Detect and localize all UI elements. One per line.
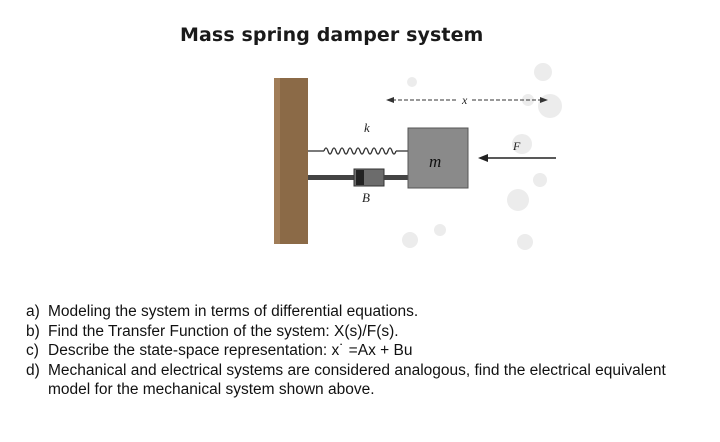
spring [308,147,408,155]
question-text: Mechanical and electrical systems are co… [48,361,666,399]
question-letter: d) [26,361,40,379]
question-text: Find the Transfer Function of the system… [48,322,399,340]
mass-block [407,127,469,189]
force-arrow [478,154,556,162]
question-c: c) Describe the state-space representati… [26,341,706,361]
question-b: b) Find the Transfer Function of the sys… [26,322,706,342]
question-list: a) Modeling the system in terms of diffe… [26,302,706,400]
displacement-arrow [386,97,548,103]
force-label: F [512,139,521,153]
question-d: d) Mechanical and electrical systems are… [26,361,706,400]
mass-spring-damper-diagram: k B m x F [274,63,562,250]
page-title: Mass spring damper system [180,24,484,46]
question-text: Modeling the system in terms of differen… [48,303,419,320]
question-letter: c) [26,342,39,359]
damper-label: B [362,190,370,205]
mass-label: m [429,152,441,171]
question-letter: a) [26,303,40,320]
spring-label: k [364,120,370,135]
displacement-label: x [461,93,468,107]
question-a: a) Modeling the system in terms of diffe… [26,302,706,322]
question-text: Describe the state-space representation:… [48,342,413,359]
damper [308,168,408,187]
question-letter: b) [26,322,40,340]
